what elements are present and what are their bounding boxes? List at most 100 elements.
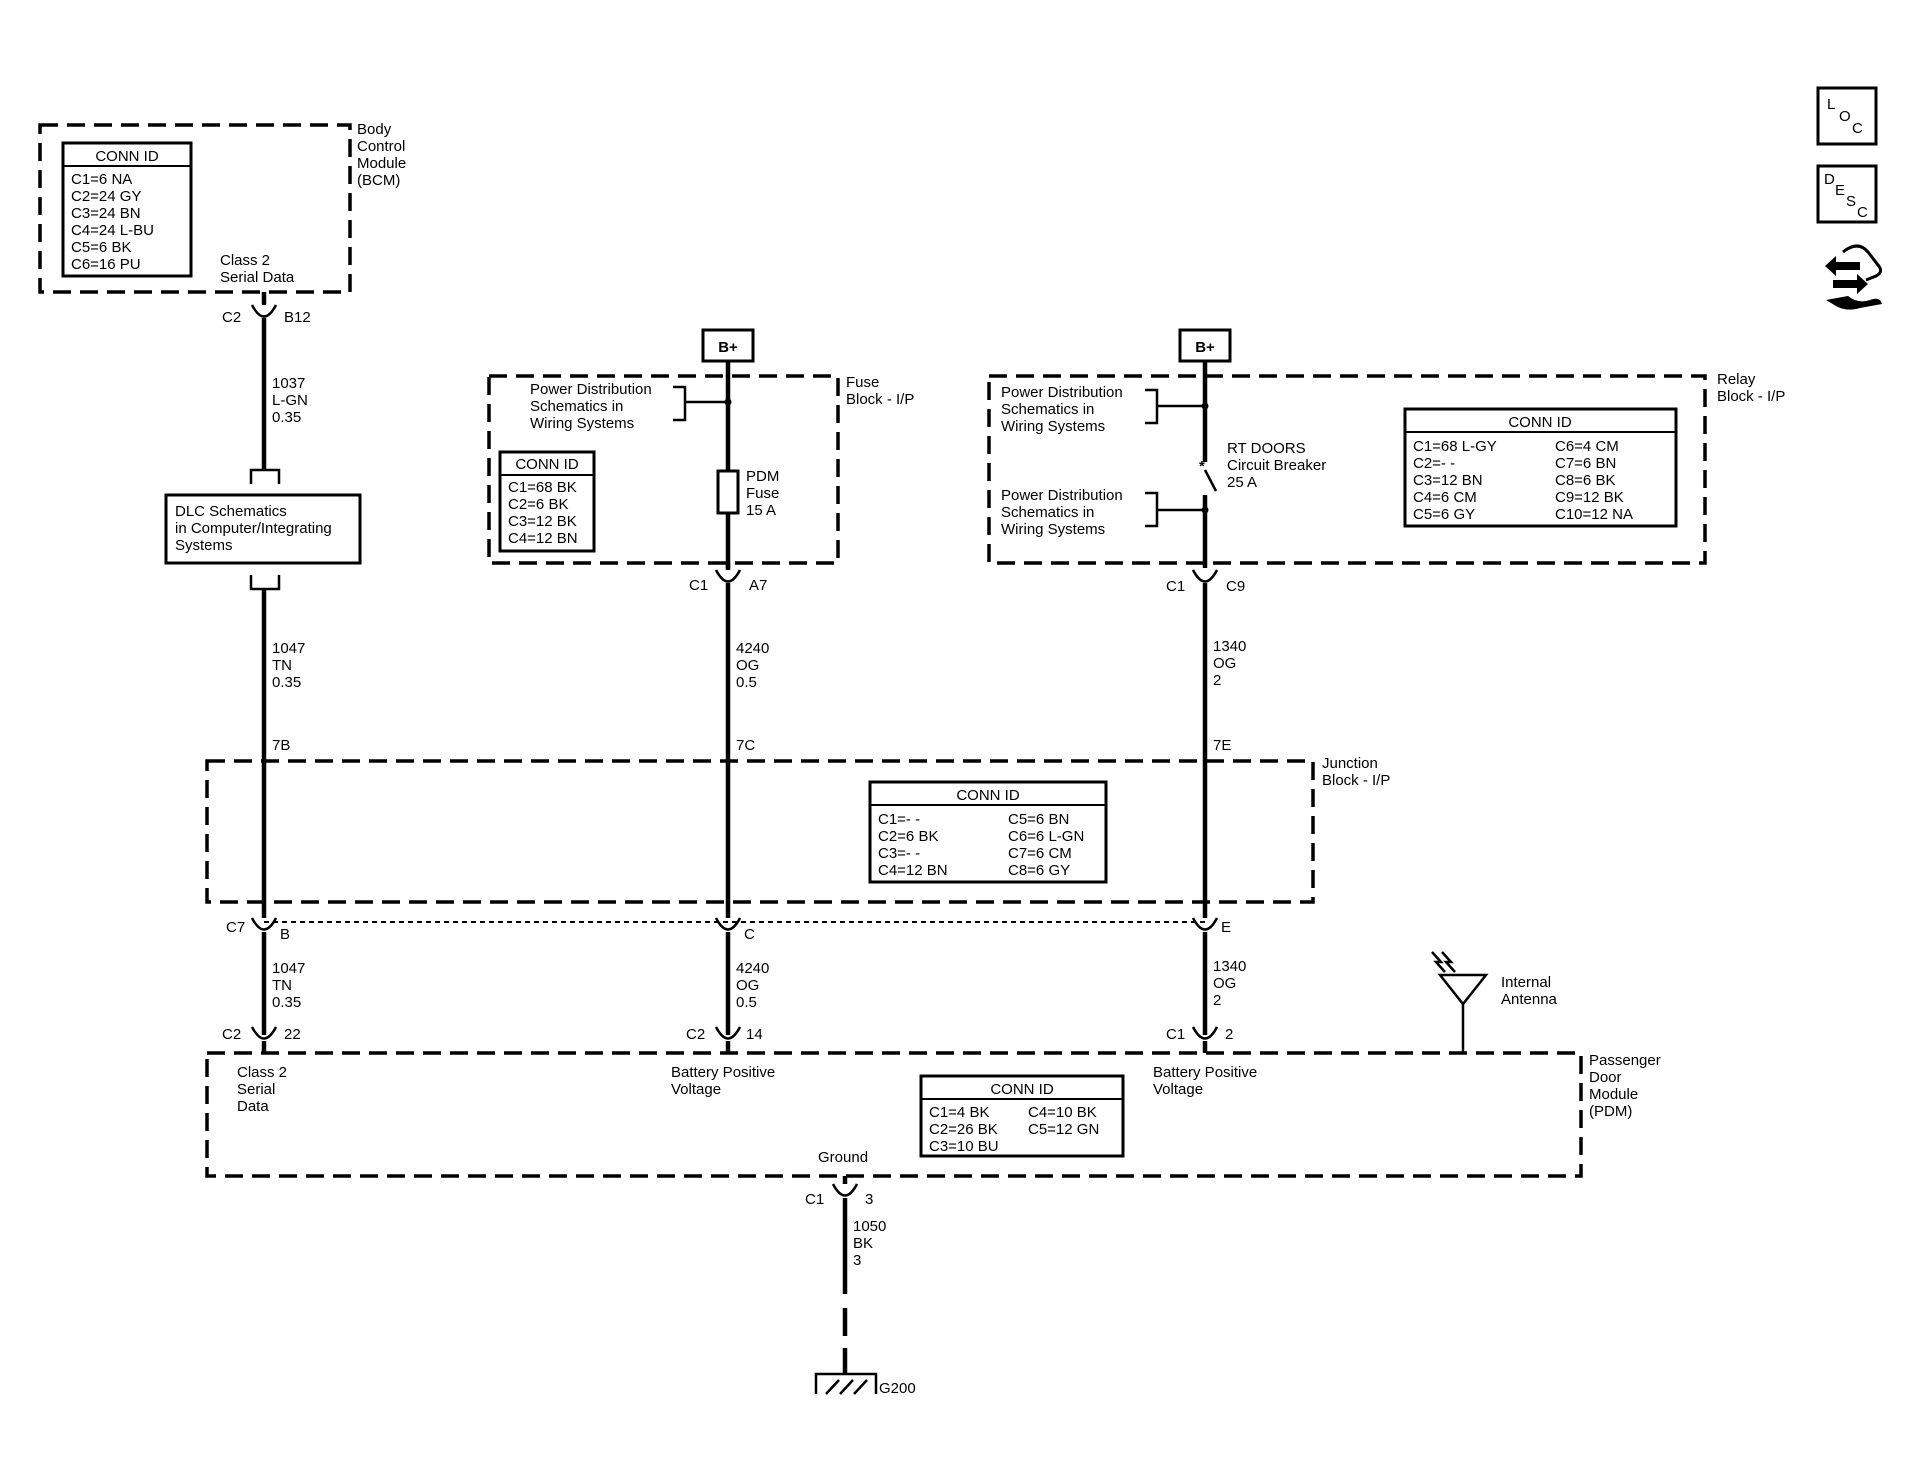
relay-pd-reference-2: Power Distribution Schematics in Wiring …: [1001, 487, 1127, 538]
circuit-breaker-mark: *: [1199, 458, 1205, 475]
antenna-icon: [1437, 973, 1489, 1007]
fuse-bplus-box: [701, 328, 755, 363]
c7-connector-e: [1191, 917, 1219, 931]
bcm-outline: [38, 123, 352, 294]
pdm-ground-label: Ground: [818, 1149, 868, 1166]
pdm-fuse-symbol: [716, 469, 740, 515]
pdm-conn-list-left: C1=4 BK C2=26 BK C3=10 BU: [929, 1104, 1002, 1155]
relay-bplus-box: [1178, 328, 1232, 363]
fuse-connector-id: C1: [689, 577, 708, 594]
pdm-connector-a: [250, 1026, 278, 1040]
fuse-connector-symbol: [714, 569, 742, 583]
dlc-reference-text: DLC Schematics in Computer/Integrating S…: [175, 503, 336, 554]
relay-splice-2: [1201, 506, 1209, 514]
pdm-connector-a-pin: 22: [284, 1026, 301, 1043]
ground-connector-symbol: [831, 1183, 859, 1197]
wire-1047-bottom-label: 1047 TN 0.35: [272, 960, 310, 1011]
bcm-connector-pin: B12: [284, 309, 311, 326]
pdm-signal-battery-c: Battery Positive Voltage: [1153, 1064, 1261, 1098]
wire-4240-top-label: 4240 OG 0.5: [736, 640, 774, 691]
loc-letter-o: O: [1839, 108, 1851, 125]
relay-pd-bracket-1: [1145, 388, 1159, 425]
junction-block-name: Junction Block - I/P: [1322, 755, 1390, 789]
relay-connector-id: C1: [1166, 578, 1185, 595]
c7-pin-c: C: [744, 926, 755, 943]
ground-g200-label: G200: [879, 1380, 916, 1397]
fuse-conn-list: C1=68 BK C2=6 BK C3=12 BK C4=12 BN: [508, 479, 581, 547]
fuse-conn-table: [498, 450, 596, 553]
bcm-signal-label: Class 2 Serial Data: [220, 252, 295, 286]
pdm-conn-title: CONN ID: [990, 1081, 1054, 1098]
bcm-connector-id: C2: [222, 309, 241, 326]
relay-block-name: Relay Block - I/P: [1717, 371, 1785, 405]
bcm-conn-list: C1=6 NA C2=24 GY C3=24 BN C4=24 L-BU C5=…: [71, 171, 158, 273]
pdm-connector-c-id: C1: [1166, 1026, 1185, 1043]
bcm-conn-title: CONN ID: [95, 148, 159, 165]
ground-connector-pin: 3: [865, 1191, 873, 1208]
fuse-connector-pin: A7: [749, 577, 767, 594]
desc-letter-s: S: [1846, 193, 1856, 210]
dlc-connector-bottom: [249, 575, 281, 591]
junction-conn-list-left: C1=- - C2=6 BK C3=- - C4=12 BN: [878, 811, 948, 879]
pdm-connector-c-pin: 2: [1225, 1026, 1233, 1043]
desc-button[interactable]: D E S C: [1816, 164, 1878, 224]
junction-block-outline: [205, 759, 1315, 904]
circuit-breaker-symbol: [1203, 469, 1218, 492]
diagnostics-arrows-icon[interactable]: [1825, 244, 1883, 310]
pdm-conn-table: [919, 1074, 1125, 1158]
junction-pin-7c: 7C: [736, 737, 755, 754]
wire-1037-label: 1037 L-GN 0.35: [272, 375, 312, 426]
junction-conn-table: [868, 780, 1108, 884]
fuse-block-outline: [487, 374, 840, 565]
bcm-connector-symbol: [250, 304, 278, 318]
relay-conn-list-left: C1=68 L-GY C2=- - C3=12 BN C4=6 CM C5=6 …: [1413, 438, 1501, 523]
junction-conn-title: CONN ID: [956, 787, 1020, 804]
c7-connector-c: [714, 917, 742, 931]
fuse-pd-reference: Power Distribution Schematics in Wiring …: [530, 381, 656, 432]
fuse-block-name: Fuse Block - I/P: [846, 374, 914, 408]
loc-letter-l: L: [1827, 96, 1835, 113]
antenna-signal-icon: [1431, 951, 1446, 973]
c7-connector-id: C7: [226, 919, 245, 936]
relay-conn-title: CONN ID: [1508, 414, 1572, 431]
ground-connector-id: C1: [805, 1191, 824, 1208]
relay-bplus-label: B+: [1195, 339, 1215, 356]
pdm-signal-class2: Class 2 Serial Data: [237, 1064, 291, 1115]
relay-conn-list-right: C6=4 CM C7=6 BN C8=6 BK C9=12 BK C10=12 …: [1555, 438, 1633, 523]
pdm-signal-battery-b: Battery Positive Voltage: [671, 1064, 779, 1098]
c7-connector-b: [250, 917, 278, 931]
pdm-fuse-label: PDM Fuse 15 A: [746, 468, 784, 519]
relay-conn-table: [1403, 407, 1678, 528]
pdm-connector-b-id: C2: [686, 1026, 705, 1043]
relay-pd-bracket-2: [1145, 491, 1159, 528]
circuit-breaker-label: RT DOORS Circuit Breaker 25 A: [1227, 440, 1330, 491]
wire-4240-bottom-label: 4240 OG 0.5: [736, 960, 774, 1011]
relay-connector-pin: C9: [1226, 578, 1245, 595]
c7-pin-b: B: [280, 926, 290, 943]
pdm-connector-a-id: C2: [222, 1026, 241, 1043]
loc-button[interactable]: L O C: [1816, 86, 1878, 146]
pdm-outline: [205, 1051, 1583, 1178]
wire-1340-top-label: 1340 OG 2: [1213, 638, 1251, 689]
pdm-connector-c: [1191, 1026, 1219, 1040]
relay-pd-reference-1: Power Distribution Schematics in Wiring …: [1001, 384, 1127, 435]
wire-1050-label: 1050 BK 3: [853, 1218, 891, 1269]
desc-letter-d: D: [1824, 171, 1835, 188]
fuse-bplus-label: B+: [718, 339, 738, 356]
relay-connector-symbol: [1191, 569, 1219, 583]
pdm-conn-list-right: C4=10 BK C5=12 GN: [1028, 1104, 1101, 1138]
fuse-splice: [724, 398, 732, 406]
dlc-connector-top: [249, 468, 281, 484]
fuse-pd-bracket: [673, 385, 687, 422]
desc-letter-c: C: [1857, 204, 1868, 221]
junction-conn-list-right: C5=6 BN C6=6 L-GN C7=6 CM C8=6 GY: [1008, 811, 1088, 879]
junction-pin-7b: 7B: [272, 737, 290, 754]
relay-splice-1: [1201, 402, 1209, 410]
wire-1340-bottom-label: 1340 OG 2: [1213, 958, 1251, 1009]
relay-block-outline: [987, 374, 1707, 565]
antenna-label: Internal Antenna: [1501, 974, 1558, 1008]
fuse-conn-title: CONN ID: [515, 456, 579, 473]
bcm-name: Body Control Module (BCM): [357, 121, 410, 189]
pdm-name: Passenger Door Module (PDM): [1589, 1052, 1665, 1120]
